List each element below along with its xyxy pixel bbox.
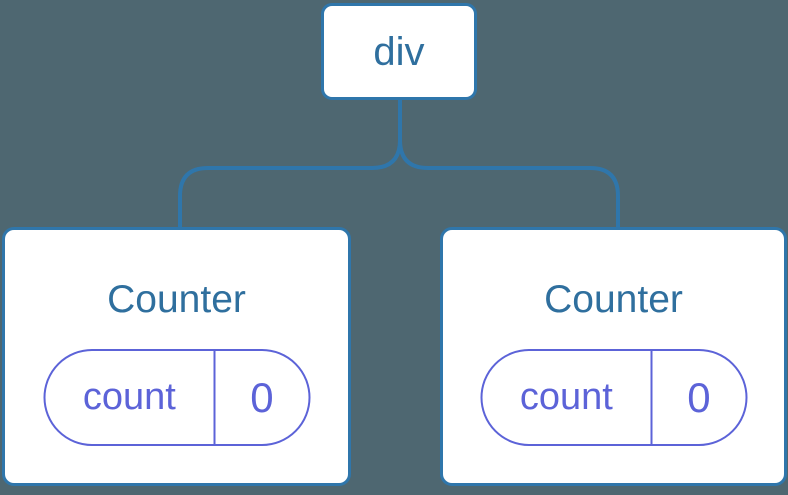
state-value: 0 xyxy=(250,373,274,421)
state-key: count xyxy=(45,351,216,444)
connector-left-branch xyxy=(178,100,402,229)
root-node: div xyxy=(321,3,477,100)
connector-right-branch xyxy=(398,100,620,229)
state-pill: count 0 xyxy=(480,349,747,446)
counter-component-node-right: Counter count 0 xyxy=(440,227,787,486)
counter-component-node-left: Counter count 0 xyxy=(2,227,351,486)
component-name: Counter xyxy=(107,278,246,321)
state-value: 0 xyxy=(687,373,711,421)
state-pill: count 0 xyxy=(43,349,310,446)
component-name: Counter xyxy=(544,278,683,321)
state-key: count xyxy=(482,351,653,444)
root-node-label: div xyxy=(373,29,425,74)
